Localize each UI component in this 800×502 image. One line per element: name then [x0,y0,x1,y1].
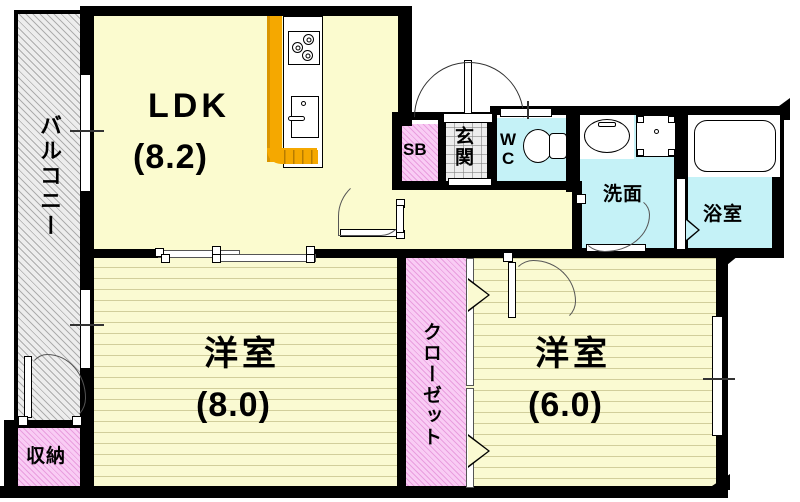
sliding-jamb-left2 [161,254,170,263]
wall-bath-bottom [582,248,784,258]
wall-mid-horizontal-2 [310,249,414,258]
room8-balcony-window[interactable] [80,289,91,369]
balcony-outline-top [14,10,84,14]
toilet-bowl-icon [523,129,553,163]
room-label-genkan: 玄関 [452,126,473,168]
sink-drain-icon [301,101,306,106]
closet-fold-icon-bottom-inner [468,436,488,466]
sliding-jamb-left [155,248,164,257]
burner-icon-3 [302,50,313,61]
kitchen-counter-accent [269,16,282,162]
wall-top [80,6,412,16]
wc-door-panel[interactable] [500,108,552,117]
ldk-hall-door-stile [396,205,404,233]
wall-storage-left [4,420,18,490]
wall-wc-bottom [492,181,582,190]
burner-icon-2 [292,42,303,53]
ldk-room8-sliding-panel-2[interactable] [218,254,316,262]
wall-closet-left [397,256,406,490]
hall-fill-2 [497,184,582,256]
ldk-hall-door-arc [338,176,402,236]
wall-mid-horizontal-3 [404,249,582,258]
room-label-yokushitsu: 浴室 [703,204,744,225]
room-label-storage: 収納 [26,446,67,467]
room6-east-window-center-tick [703,378,735,380]
ldk-balcony-window-center-tick [70,130,104,132]
room-balcony-fill [18,14,80,424]
room-label-closet: クローゼット [420,322,441,448]
kitchen-counter-accent-edge [267,16,270,162]
room-closet-fill [404,258,466,488]
sliding-jamb-mid2 [212,254,221,263]
storage-door-jamb-right [72,416,82,426]
wall-hall-right [572,186,582,256]
room-washitsu8-fill [94,256,397,488]
wall-genkan-bottom [392,181,492,190]
wall-bottom [0,486,728,498]
wall-wc-right [566,112,580,192]
washroom-door-jamb [576,194,586,204]
room-label-washitsu6: 洋室 [535,335,611,373]
washer-pan-corner-bl [637,149,644,156]
closet-door-track[interactable] [466,258,474,386]
room-label-ldk: LDK [148,87,230,125]
room-genkan-fill [445,118,489,182]
bathroom-door-panel[interactable] [676,178,686,250]
room-label-balcony: バルコニー [37,114,62,239]
room6-east-window[interactable] [712,316,723,436]
wall-wc-top [490,106,786,115]
wc-door-tick [527,101,529,119]
balcony-outline-left [14,10,18,428]
room-area-ldk: (8.2) [133,138,208,176]
room-label-washitsu8: 洋室 [204,335,280,373]
washer-drain-icon [654,129,659,134]
washer-pan-corner-br [668,149,675,156]
toilet-tank-icon [549,133,567,159]
entrance-threshold [443,113,493,123]
room-label-senmen: 洗面 [603,184,644,205]
kitchen-counter-grill-lines [284,150,318,164]
room-storage-fill [16,427,82,489]
wall-mid-horizontal [80,249,160,258]
ldk-balcony-window[interactable] [80,74,91,192]
room-label-wc-w: W [500,130,517,149]
vanity-faucet-icon [598,122,616,127]
room-sb-fill [400,124,440,181]
sliding-jamb-right2 [306,254,315,263]
wall-sb-left [392,112,402,186]
burner-icon-1 [303,34,314,45]
room-area-washitsu8: (8.0) [196,386,271,424]
wall-storage-top [4,420,88,428]
wall-sb-right [438,118,446,182]
wall-ldk-right [398,6,412,126]
hall-fill [404,184,509,254]
storage-door-jamb-left [18,416,28,426]
room8-balcony-window-center-tick [70,324,104,326]
room-washitsu6-fill [466,258,718,488]
bathtub-inner [694,120,776,172]
sink-faucet-icon [288,116,305,121]
vanity-basin-bowl-icon [584,119,630,153]
washer-pan-corner-tr [668,116,675,123]
bathroom-door-fold-inner [686,220,698,240]
washer-pan-corner-tl [637,116,644,123]
wall-genkan-right [487,112,497,190]
room6-door-jamb [503,252,513,262]
genkan-inner-door-leaf[interactable] [448,178,492,186]
room-label-wc-c: C [502,149,515,168]
room-label-sb: SB [403,140,427,159]
room-area-washitsu6: (6.0) [528,386,603,424]
closet-fold-icon-top-inner [468,280,488,310]
